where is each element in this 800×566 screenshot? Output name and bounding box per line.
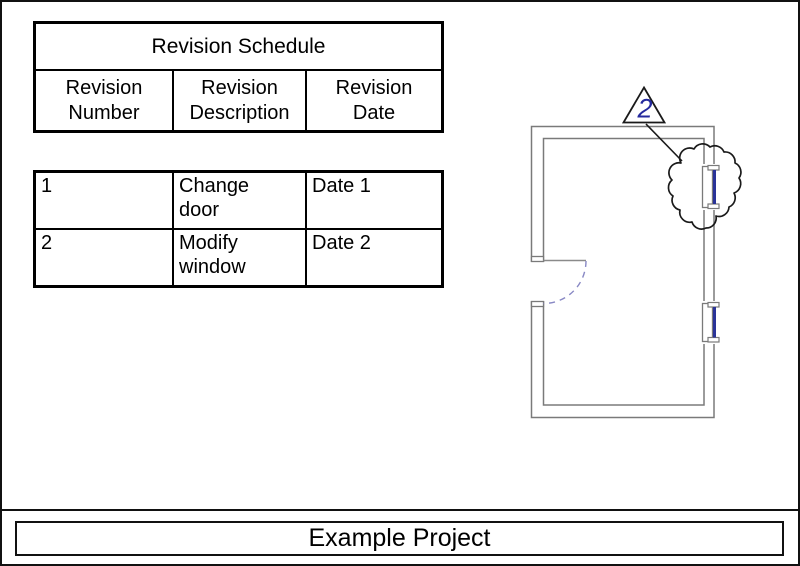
revision-tag-number: 2 [636, 94, 652, 124]
door-swing-arc [543, 260, 587, 305]
window-upper-sill-bottom [707, 203, 720, 210]
revision-row-1-description: Change door [172, 173, 305, 228]
floor-plan-view: 2 [500, 70, 800, 450]
revision-schedule-header-row: Revision Number Revision Description Rev… [36, 71, 441, 130]
door-opening [528, 262, 546, 301]
wall-outline-inner [542, 137, 705, 406]
project-title-box: Example Project [15, 521, 784, 556]
wall-end-cap-top [530, 255, 545, 263]
window-upper-sill-top [707, 164, 720, 171]
revision-schedule-title: Revision Schedule [36, 24, 441, 71]
window-lower-sill-top [707, 301, 720, 308]
window-upper [700, 164, 720, 210]
window-upper-frame [701, 165, 714, 209]
window-lower-sill-bottom [707, 336, 720, 343]
column-header-revision-date: Revision Date [305, 71, 441, 130]
revision-row-2-number: 2 [36, 228, 172, 285]
title-block-divider-line [0, 509, 800, 511]
project-title-text: Example Project [308, 524, 491, 552]
revision-rows-table: 1 Change door Date 1 2 Modify window Dat… [33, 170, 444, 288]
column-header-revision-description: Revision Description [172, 71, 305, 130]
column-header-revision-number: Revision Number [65, 76, 143, 124]
revision-cloud [667, 143, 742, 230]
window-lower [700, 301, 720, 344]
revision-tag-triangle-icon [621, 85, 667, 124]
revision-tag-leader-line [645, 123, 683, 162]
wall-outline-outer [530, 125, 715, 419]
floor-plan-svg: 2 [528, 85, 742, 419]
revision-row-1-number: 1 [41, 175, 53, 197]
revision-row-1-date: Date 1 [305, 173, 441, 228]
revision-row-2-description: Modify window [172, 228, 305, 285]
revision-schedule-table: Revision Schedule Revision Number Revisi… [33, 21, 444, 133]
revision-row-2-description-text: Modify window [179, 232, 246, 278]
window-lower-frame [701, 302, 714, 343]
revision-row-1-description-text: Change door [179, 175, 250, 221]
wall-end-cap-bottom [530, 300, 545, 308]
revision-row-2-date: Date 2 [305, 228, 441, 285]
